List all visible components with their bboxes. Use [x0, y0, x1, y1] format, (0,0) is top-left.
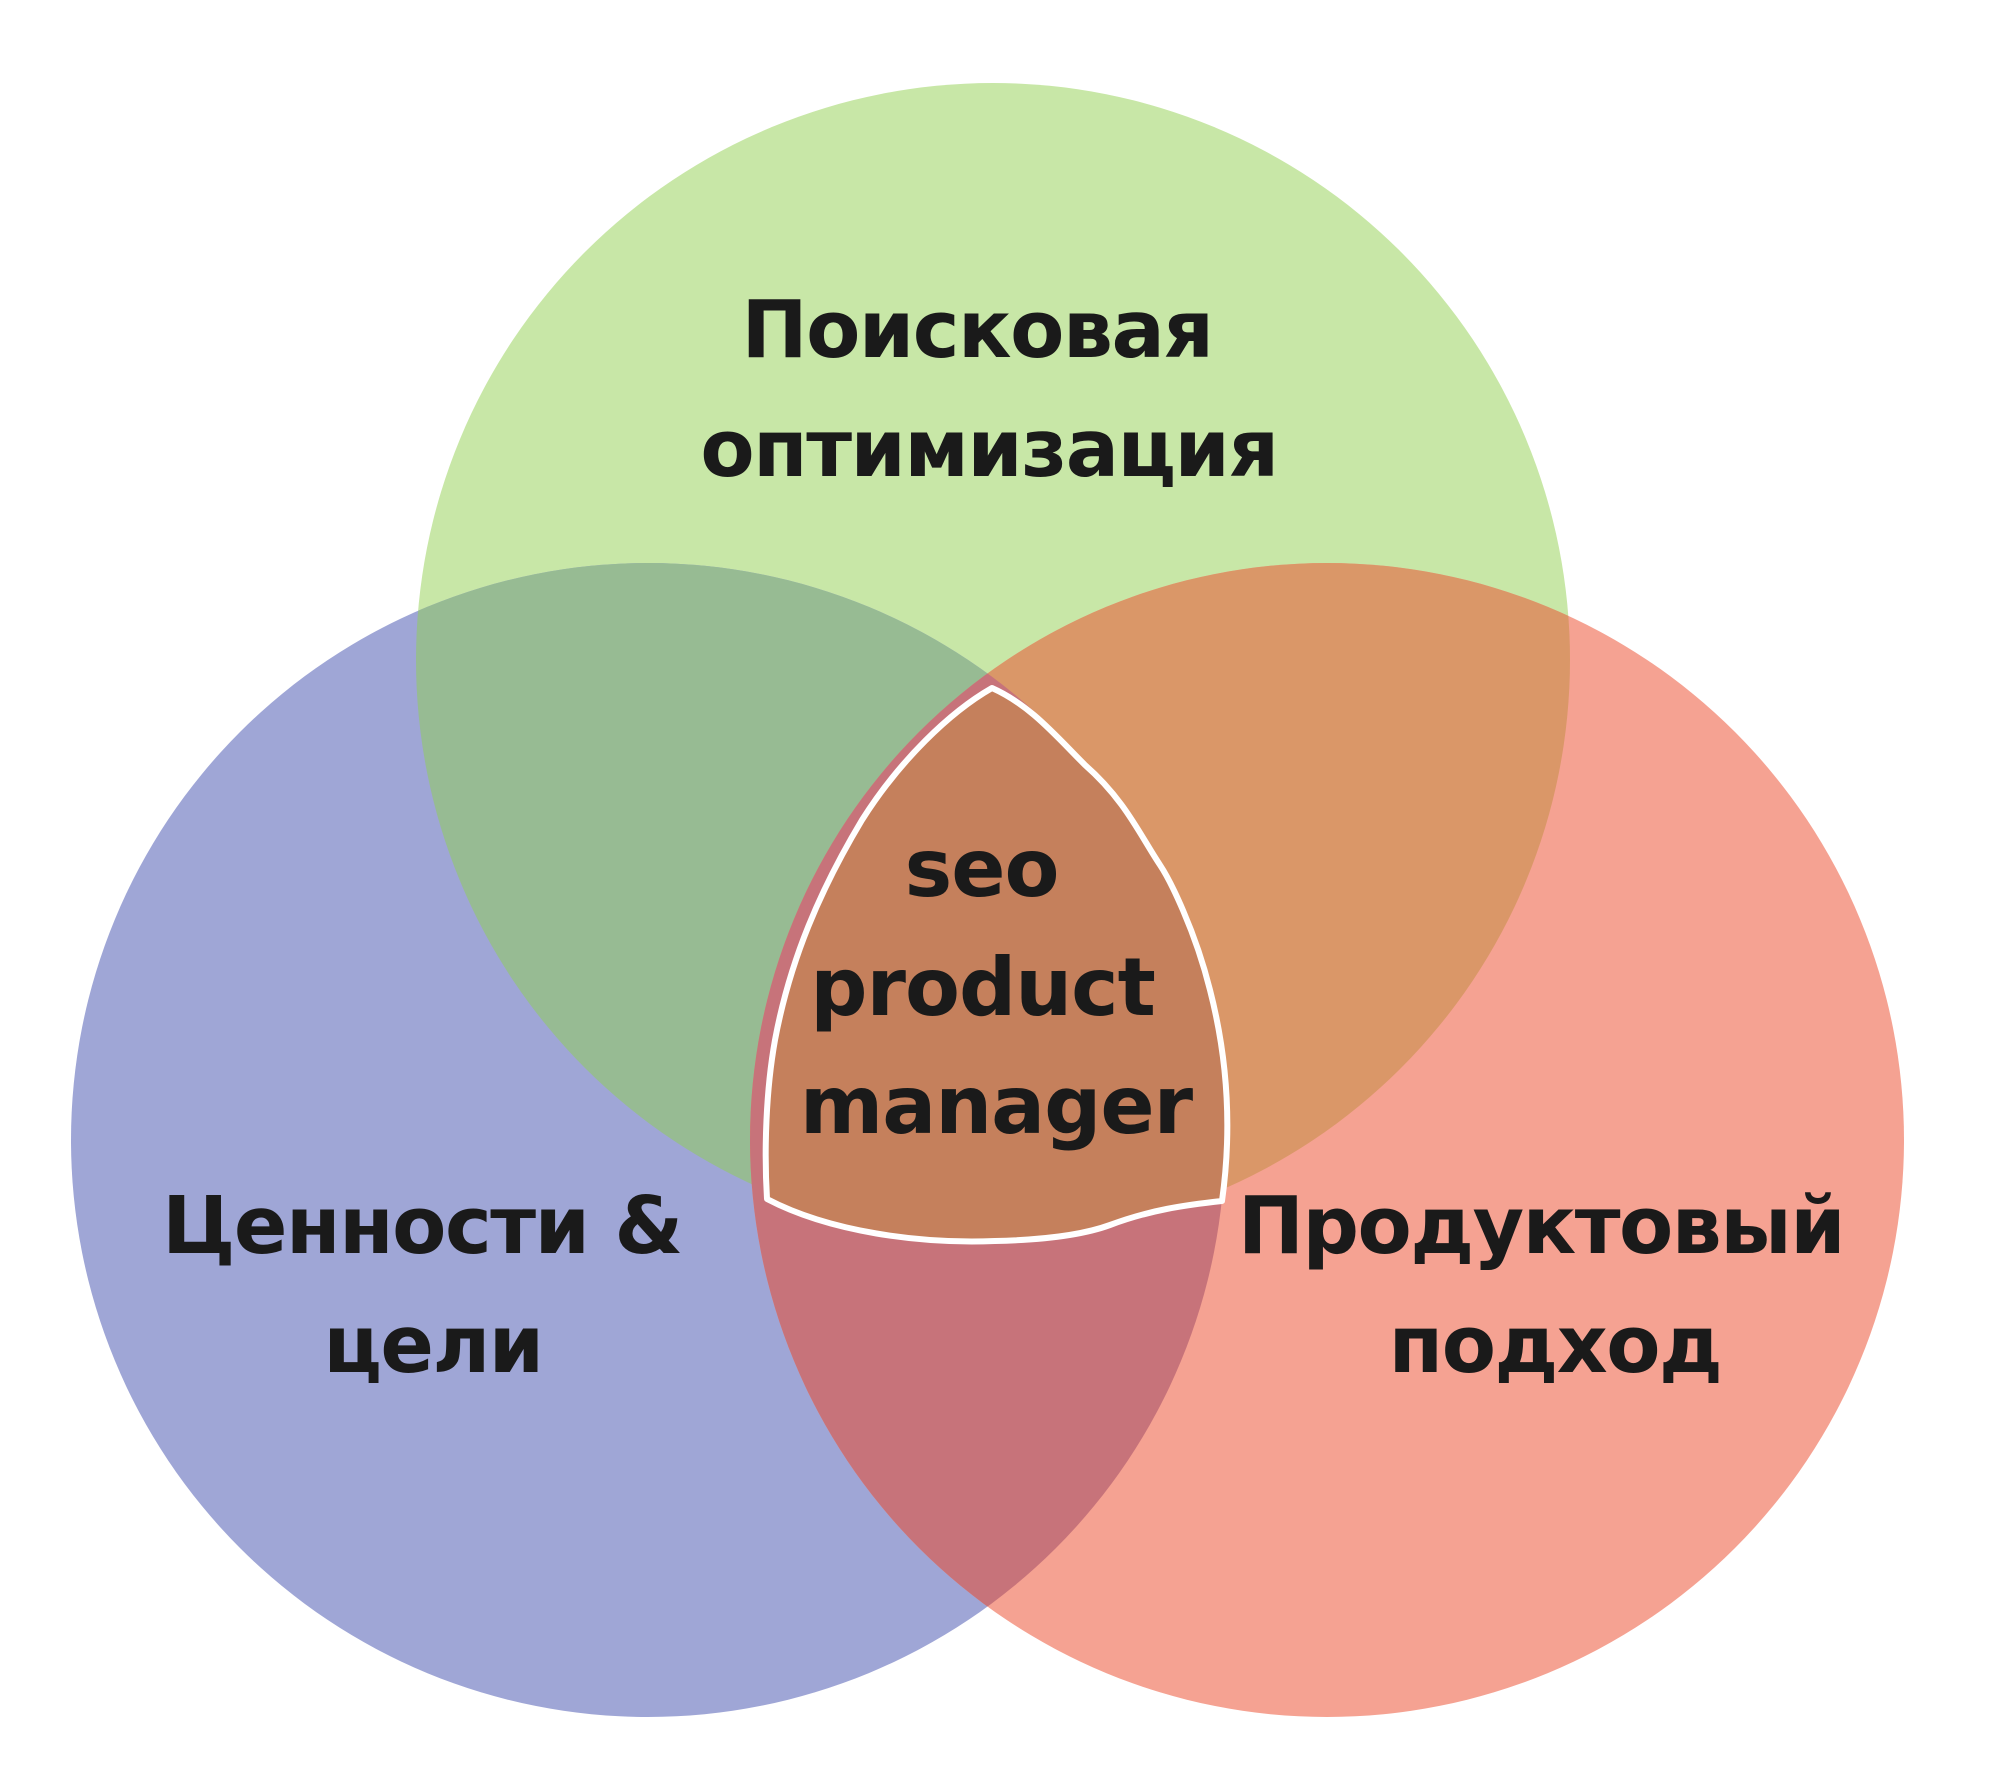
label-values-goals-line-2: цели — [323, 1299, 542, 1391]
label-center-line-1: seo — [905, 822, 1059, 915]
label-center: seo product manager — [800, 822, 1194, 1152]
center-intersection — [762, 685, 1231, 1245]
label-values-goals-line-1: Ценности & — [162, 1180, 682, 1272]
label-center-line-2: product — [810, 941, 1155, 1034]
label-center-line-3: manager — [800, 1059, 1194, 1152]
label-search-optimization-line-2: оптимизация — [700, 403, 1277, 495]
label-product-approach: Продуктовый подход — [1238, 1180, 1870, 1391]
label-values-goals: Ценности & цели — [162, 1180, 708, 1391]
label-product-approach-line-1: Продуктовый — [1238, 1180, 1844, 1272]
label-search-optimization: Поисковая оптимизация — [700, 284, 1277, 495]
label-search-optimization-line-1: Поисковая — [741, 284, 1212, 376]
label-product-approach-line-2: подход — [1389, 1299, 1722, 1391]
